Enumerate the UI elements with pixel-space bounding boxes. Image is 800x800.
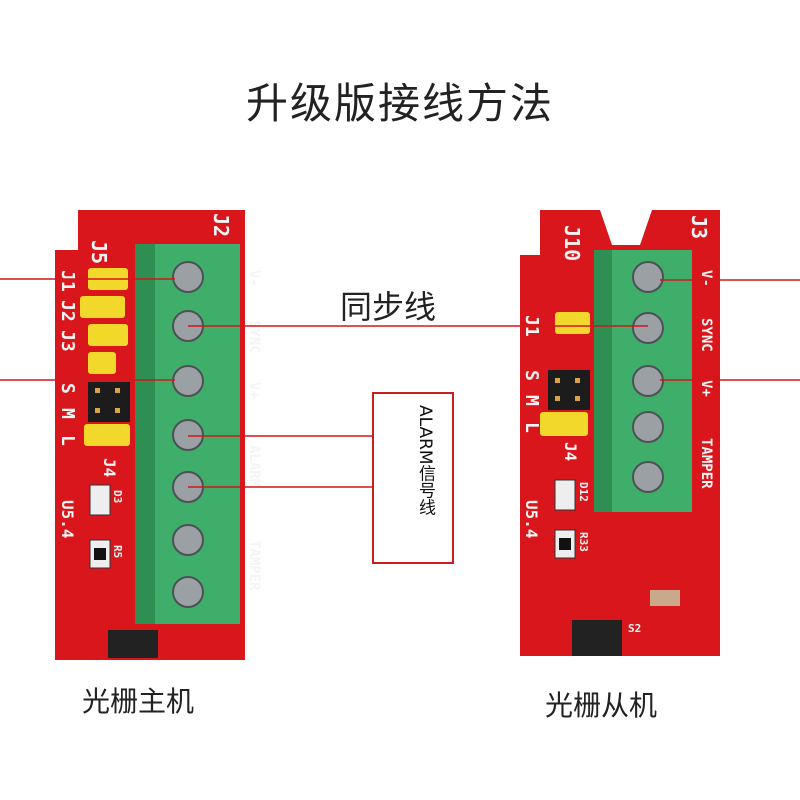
slave-j4-label: J4 [561, 442, 580, 461]
slave-l-label: L [521, 422, 542, 433]
alarm-label-box [372, 392, 454, 564]
slave-s2-label: S2 [628, 622, 641, 635]
master-alarm-label: ALARM [246, 445, 262, 487]
master-j3-label: J3 [57, 330, 78, 352]
slave-board: J10 J3 J1 S M L J4 D12 R33 U5.4 S2 V- SY… [520, 210, 720, 656]
jumper [88, 352, 116, 374]
master-u54-label: U5.4 [58, 500, 77, 539]
slave-j3-label: J3 [687, 215, 711, 239]
slave-tamper-label: TAMPER [698, 438, 714, 489]
master-r5-label: R5 [111, 545, 124, 558]
jumper [555, 312, 590, 334]
slave-d12-label: D12 [577, 482, 590, 502]
sync-wire-label: 同步线 [340, 288, 437, 326]
master-caption: 光栅主机 [82, 685, 195, 718]
master-j2-label: J2 [209, 213, 233, 237]
master-tamper-label: TAMPER [246, 540, 262, 591]
slave-u54-label: U5.4 [522, 500, 541, 539]
slave-caption: 光栅从机 [545, 689, 658, 722]
master-board: J5 J2 J1 J2 J3 S M L J4 D3 R5 U5.4 [55, 210, 262, 660]
master-vplus-label: V+ [246, 382, 262, 399]
master-vminus-label: V- [246, 270, 262, 287]
master-j4-label: J4 [100, 458, 119, 477]
master-j2b-label: J2 [57, 300, 78, 322]
master-d3-label: D3 [111, 490, 124, 503]
master-sync-label: SYNC [246, 320, 262, 354]
jumper [540, 412, 588, 436]
header-pins [88, 382, 130, 422]
header-pins [548, 370, 590, 410]
jumper [88, 324, 128, 346]
wires [0, 278, 800, 488]
slave-r33-label: R33 [577, 532, 590, 552]
master-j5-label: J5 [87, 240, 111, 264]
master-j1-label: J1 [57, 270, 78, 292]
slave-j10-label: J10 [560, 225, 584, 261]
jumper [80, 296, 125, 318]
slave-s-label: S [521, 370, 542, 381]
alarm-wire-label: ALARM信号线 [415, 405, 435, 516]
jumper [84, 424, 130, 446]
master-l-label: L [57, 435, 78, 446]
master-m-label: M [57, 408, 78, 419]
slave-m-label: M [521, 395, 542, 406]
slave-vminus-label: V- [698, 270, 714, 287]
slave-vplus-label: V+ [698, 380, 714, 397]
slave-sync-label: SYNC [698, 318, 714, 352]
page-title: 升级版接线方法 [245, 79, 554, 128]
master-s-label: S [57, 383, 78, 394]
